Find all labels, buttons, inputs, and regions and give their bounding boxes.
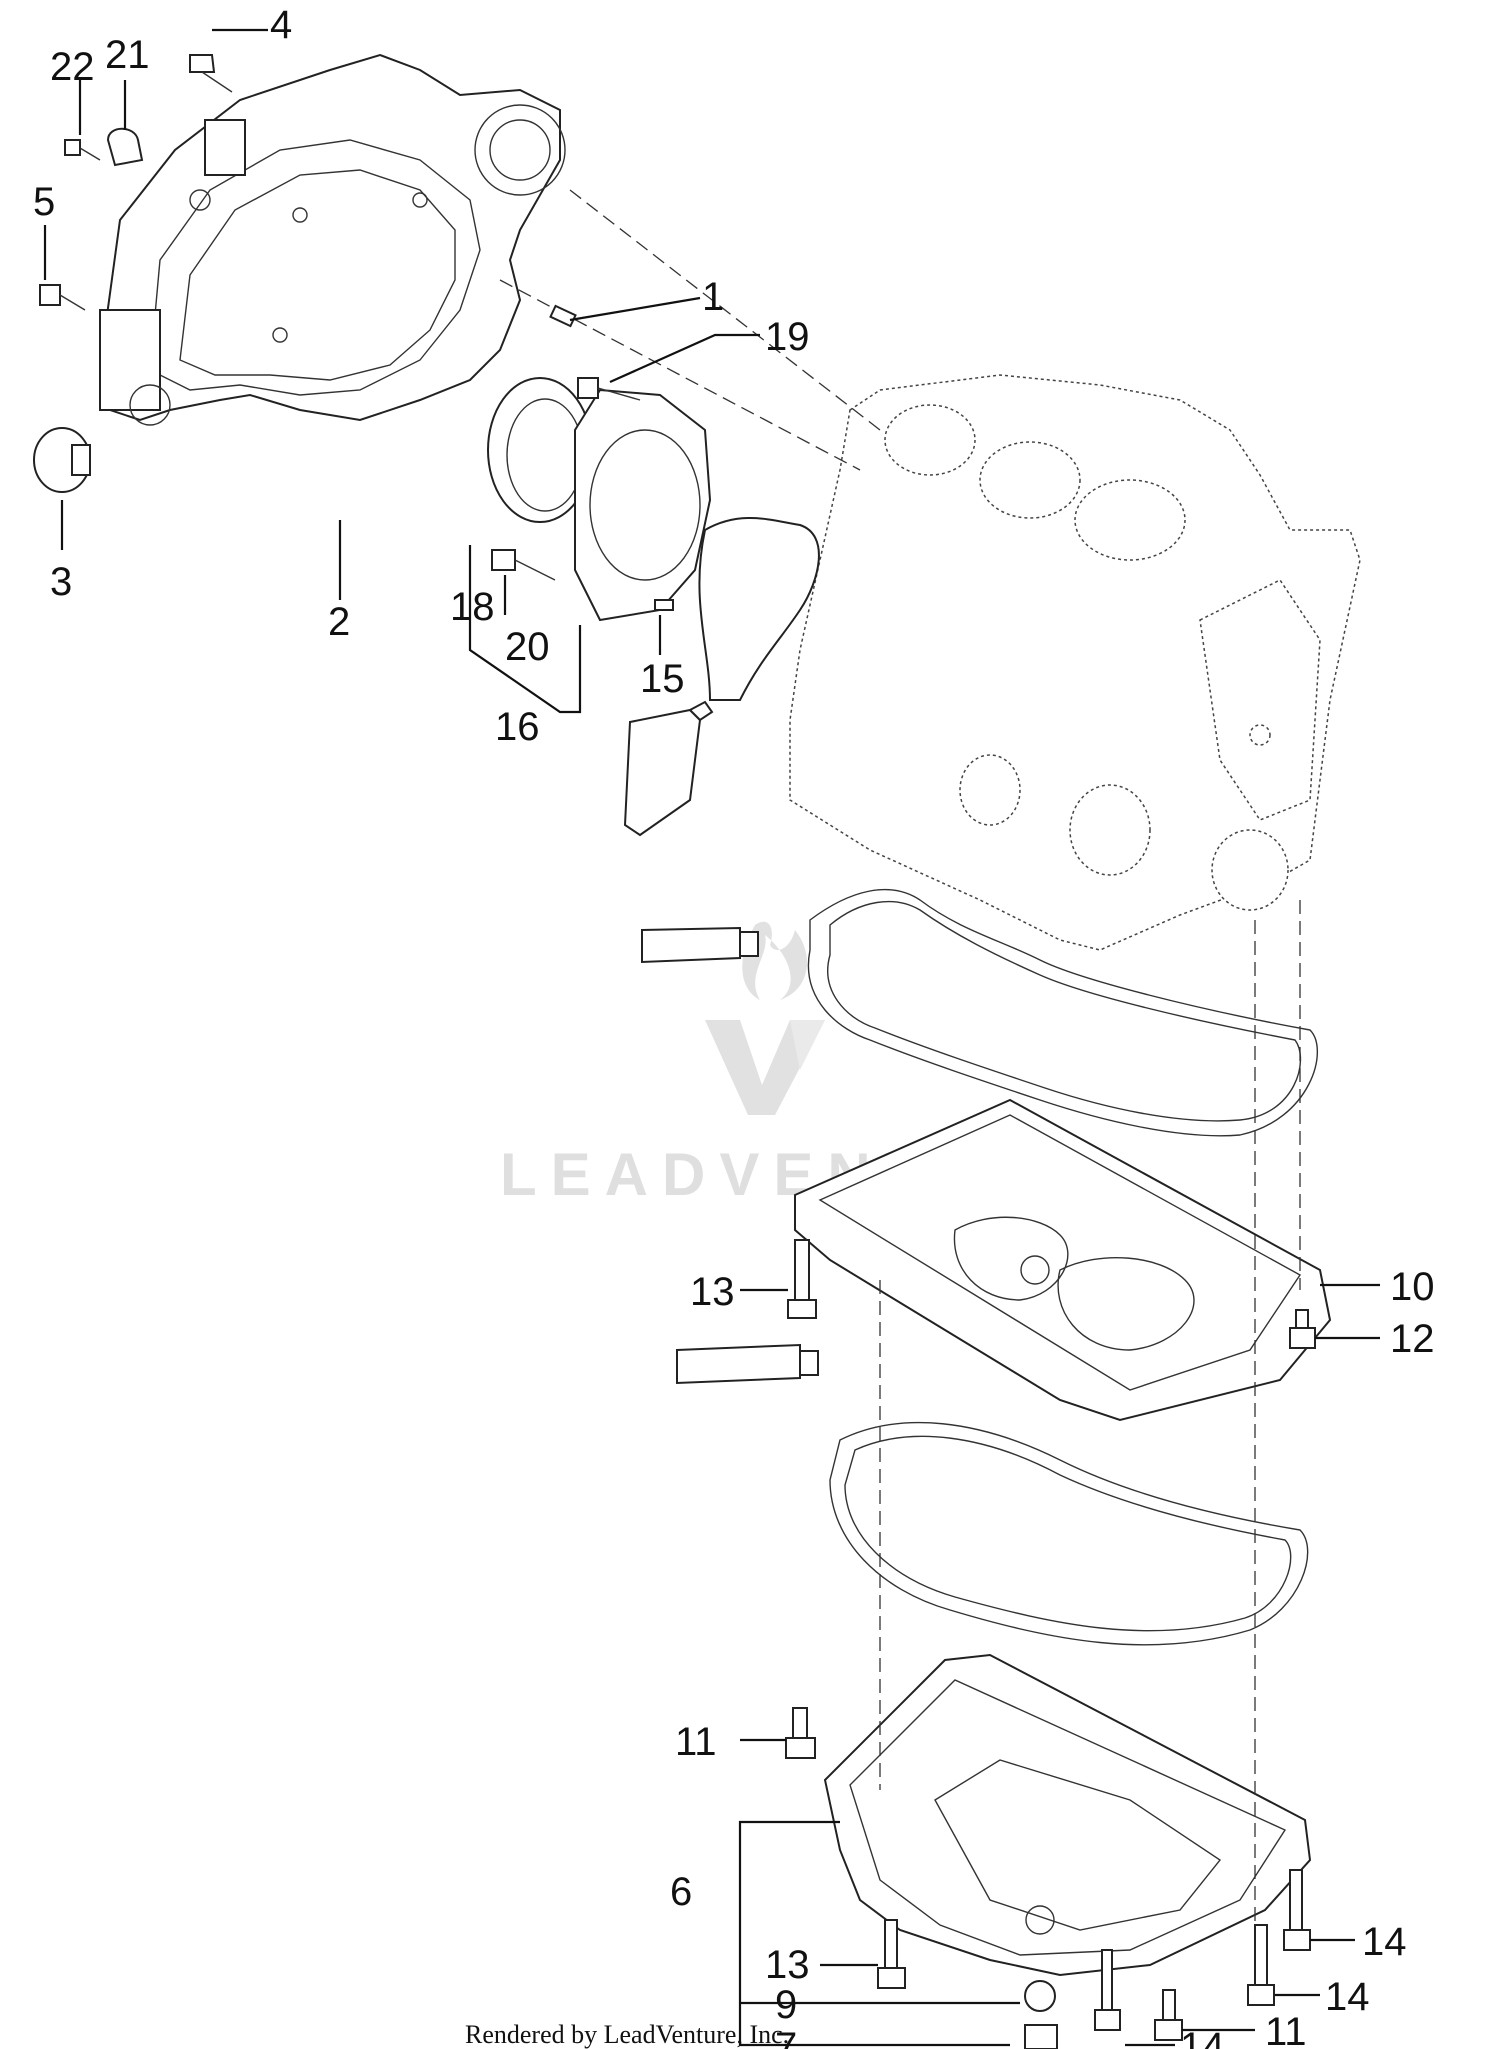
hardware (33, 54, 1316, 2049)
callout-22: 22 (50, 45, 95, 89)
callout-18: 18 (450, 585, 495, 629)
callout-11-lower: 11 (1265, 2010, 1307, 2049)
callout-13-lower: 13 (765, 1943, 810, 1987)
leader-lines (43, 28, 1380, 2047)
callout-2: 2 (328, 600, 350, 644)
callout-20: 20 (505, 625, 550, 669)
render-credit: Rendered by LeadVenture, Inc. (465, 2020, 789, 2049)
callout-9: 9 (775, 1983, 797, 2027)
callout-16: 16 (495, 705, 540, 749)
callout-labels: 4 22 21 5 3 2 1 19 18 20 15 16 10 12 13 … (33, 3, 1435, 2049)
lower-gasket (829, 1421, 1309, 1646)
callout-14-bottom: 14 (1180, 2025, 1225, 2049)
callout-4: 4 (270, 3, 292, 47)
callout-21: 21 (105, 33, 150, 77)
callout-6: 6 (670, 1870, 692, 1914)
callout-19: 19 (765, 315, 810, 359)
callout-12: 12 (1390, 1317, 1435, 1361)
callout-14-right: 14 (1362, 1920, 1407, 1964)
callout-11-upper: 11 (675, 1720, 717, 1764)
seal-retainer-group (487, 377, 820, 1385)
oil-pan-base (794, 1098, 1332, 1422)
callout-14-middle: 14 (1325, 1975, 1370, 2019)
callout-5: 5 (33, 180, 55, 224)
upper-gasket (807, 888, 1318, 1137)
callout-1: 1 (702, 275, 724, 319)
callout-10: 10 (1390, 1265, 1435, 1309)
engine-block (789, 374, 1361, 951)
callout-3: 3 (50, 560, 72, 604)
callout-13-upper: 13 (690, 1270, 735, 1314)
oil-pan (823, 1653, 1312, 1977)
callout-15: 15 (640, 657, 685, 701)
flywheel-housing (98, 53, 566, 426)
callout-7: 7 (775, 2025, 797, 2049)
